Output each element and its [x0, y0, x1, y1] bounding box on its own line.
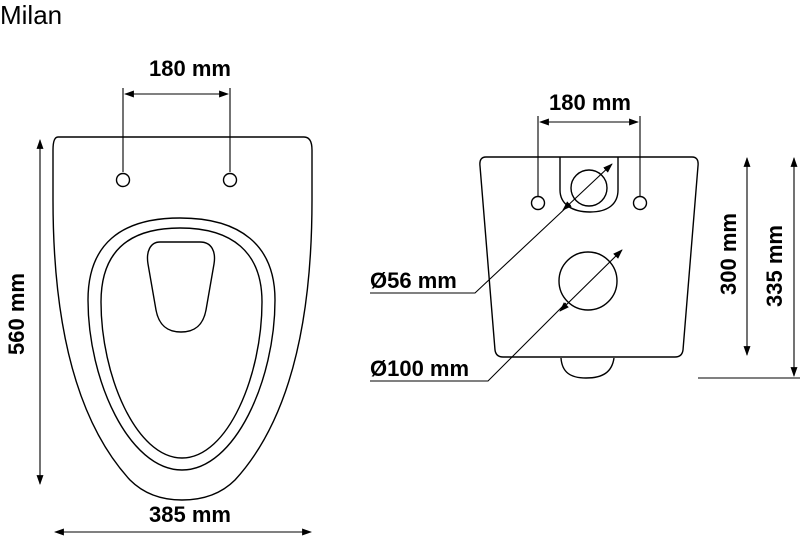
leader-line	[370, 302, 567, 382]
mounting-hole-right	[222, 172, 238, 188]
bowl-opening	[146, 241, 216, 333]
back-view: 180 mm Ø56 mm Ø100 mm 300 mm 335 mm	[370, 90, 800, 382]
back-body-outline	[479, 156, 699, 358]
large-pipe	[558, 251, 618, 311]
mounting-hole-left	[115, 172, 131, 188]
bowl-outline	[52, 136, 313, 501]
bottom-foot	[560, 357, 615, 379]
mounting-hole-right	[632, 195, 648, 211]
length-label: 560 mm	[4, 273, 29, 355]
diameter-line	[559, 249, 623, 312]
height-inner-label: 300 mm	[716, 213, 741, 295]
pipe-slot	[559, 157, 619, 213]
mounting-hole-left	[530, 195, 546, 211]
large-pipe-label: Ø100 mm	[370, 356, 469, 381]
leader-line	[370, 203, 571, 294]
drawing-title: Milan	[0, 0, 62, 30]
height-outer-label: 335 mm	[762, 225, 787, 307]
seat-ring	[87, 217, 276, 471]
small-pipe	[570, 169, 608, 207]
diameter-line	[562, 163, 613, 211]
top-hole-spacing-label: 180 mm	[149, 56, 231, 81]
top-view: 180 mm 560 mm 385 mm	[4, 56, 313, 536]
width-label: 385 mm	[149, 502, 231, 527]
back-hole-spacing-label: 180 mm	[549, 90, 631, 115]
small-pipe-label: Ø56 mm	[370, 268, 457, 293]
seat-inner	[100, 227, 263, 459]
